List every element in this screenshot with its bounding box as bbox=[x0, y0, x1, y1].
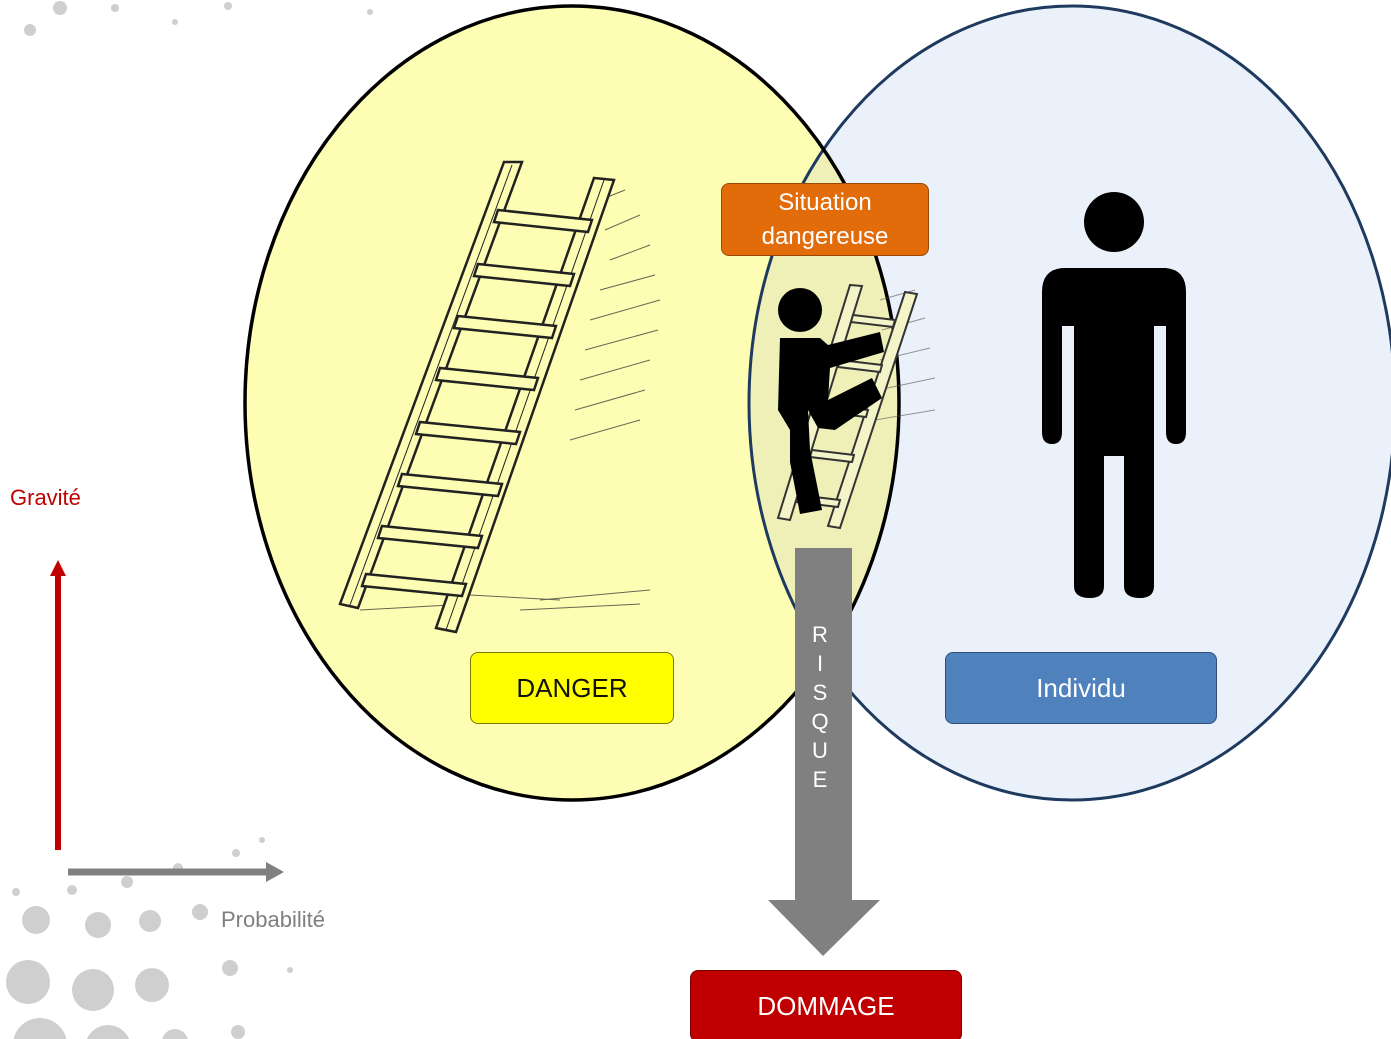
risque-letter: S bbox=[812, 680, 828, 705]
danger-circle-outline bbox=[243, 4, 901, 802]
risque-letter: E bbox=[812, 767, 828, 792]
person-icon bbox=[1042, 192, 1186, 598]
dommage-label: DOMMAGE bbox=[690, 970, 962, 1039]
probabilite-axis-label: Probabilité bbox=[221, 907, 325, 932]
person-climbing-ladder-icon bbox=[778, 288, 884, 514]
individu-label-text: Individu bbox=[1036, 672, 1126, 703]
individu-label: Individu bbox=[945, 652, 1217, 724]
risque-letter: I bbox=[816, 651, 824, 676]
probabilite-axis-arrow bbox=[68, 862, 284, 882]
individu-circle-outline bbox=[747, 4, 1391, 802]
gravite-axis-label: Gravité bbox=[10, 485, 81, 510]
danger-label-text: DANGER bbox=[516, 672, 628, 703]
decorative-dots bbox=[6, 1, 373, 1039]
situation-dangereuse-label: Situation dangereuse bbox=[721, 183, 929, 256]
gravite-axis-arrow bbox=[50, 560, 66, 850]
risque-arrow bbox=[768, 548, 880, 956]
ladder-icon bbox=[338, 160, 661, 634]
risque-letter: Q bbox=[811, 709, 829, 734]
risque-letter: U bbox=[812, 738, 828, 763]
danger-label: DANGER bbox=[470, 652, 674, 724]
dommage-label-text: DOMMAGE bbox=[757, 990, 895, 1021]
risque-letter: R bbox=[812, 622, 828, 647]
situation-label-line2: dangereuse bbox=[761, 222, 889, 250]
situation-label-line1: Situation bbox=[778, 188, 872, 216]
risque-vertical-label: R I S Q U E bbox=[795, 620, 845, 794]
